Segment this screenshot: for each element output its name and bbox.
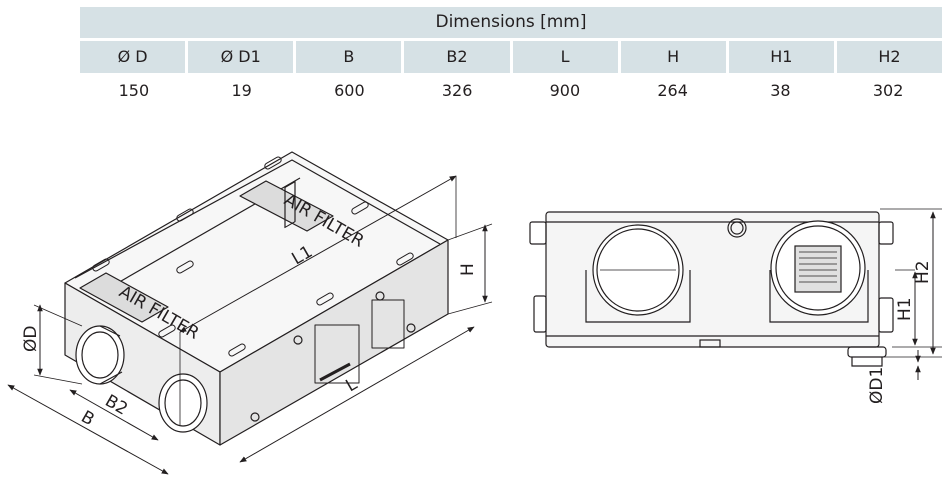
duct-right	[158, 373, 208, 433]
table-header-row: Ø D Ø D1 B B2 L H H1 H2	[80, 41, 942, 73]
label-d: ØD	[21, 326, 41, 352]
drain-fitting	[847, 346, 887, 358]
front-elevation-view	[529, 211, 894, 367]
front-port-small-inner	[730, 221, 744, 235]
value-b2: 326	[441, 81, 473, 100]
isometric-dimension-lines	[7, 175, 493, 475]
column-header-d: Ø D	[80, 41, 186, 73]
label-h1: H1	[895, 297, 915, 321]
front-duct-right	[769, 220, 869, 323]
label-b2: B2	[102, 391, 131, 420]
value-h2: 302	[872, 81, 904, 100]
duct-left	[75, 325, 125, 385]
front-dimension-lines	[880, 208, 942, 380]
dimensions-table: Dimensions [mm] Ø D Ø D1 B B2 L H H1 H2 …	[80, 7, 942, 109]
column-header-h1: H1	[725, 41, 834, 73]
column-header-l: L	[509, 41, 618, 73]
value-h1: 38	[770, 81, 791, 100]
value-d: 150	[118, 81, 150, 100]
column-header-h2: H2	[833, 41, 942, 73]
label-h: H	[458, 263, 478, 276]
column-header-b: B	[293, 41, 402, 73]
label-d1: ØD1	[867, 367, 887, 404]
front-duct-left	[585, 224, 691, 323]
value-l: 900	[549, 81, 581, 100]
table-values-row: 150 19 600 326 900 264 38 302	[80, 73, 942, 109]
front-port-small	[727, 218, 747, 238]
label-h2: H2	[913, 260, 933, 284]
value-h: 264	[657, 81, 688, 100]
table-title: Dimensions [mm]	[80, 7, 942, 38]
column-header-h: H	[617, 41, 726, 73]
value-b: 600	[334, 81, 365, 100]
column-header-d1: Ø D1	[185, 41, 294, 73]
label-l: L	[343, 374, 362, 396]
label-b: B	[78, 407, 98, 430]
filter-panel-front	[79, 272, 169, 323]
fan-impeller	[794, 245, 842, 293]
value-d1: 19	[231, 81, 252, 100]
column-header-b2: B2	[401, 41, 510, 73]
